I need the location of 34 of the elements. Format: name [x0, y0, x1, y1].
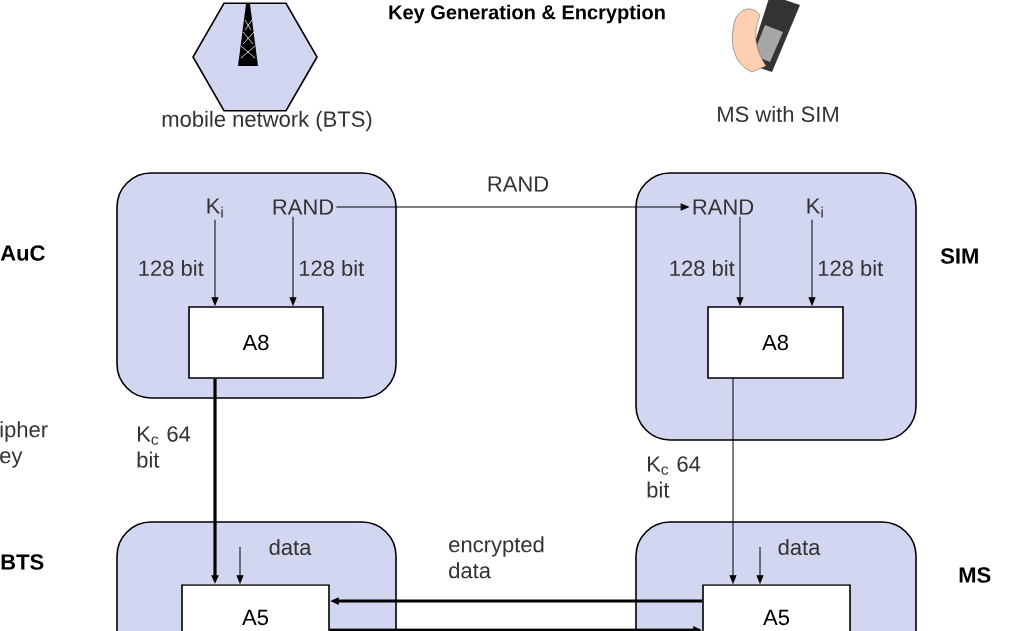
edge-label: 128 bit	[818, 259, 884, 277]
node-label: MS with SIM	[718, 105, 838, 123]
edge-label: RAND	[488, 176, 549, 192]
edge-label: 128 bit	[299, 259, 365, 277]
signal-name: data	[269, 538, 312, 556]
algorithm-box: A8	[707, 306, 844, 379]
node-label: mobile network (BTS)	[162, 110, 372, 132]
edge-label: encrypted data	[449, 536, 544, 579]
edge-label: 128 bit	[670, 259, 735, 277]
edge-label: 128 bit	[139, 259, 204, 277]
edge-label: K$_{c}$ 64 bit	[137, 426, 191, 468]
arrow	[289, 216, 297, 306]
arrow	[211, 219, 219, 306]
edge-label: K$_{c}$ 64 bit	[647, 456, 701, 498]
side-label: ipher ey	[0, 421, 48, 468]
arrow	[808, 219, 816, 306]
arrow	[236, 546, 244, 584]
arrow	[729, 378, 737, 584]
panel-heading: SIM	[940, 248, 978, 264]
algorithm-box: A5	[181, 584, 330, 631]
panel-heading: AuC	[0, 245, 45, 261]
arrow	[756, 546, 764, 584]
signal-name: data	[778, 538, 821, 556]
signal-name: K$_{i}$	[807, 198, 823, 218]
arrow	[736, 216, 744, 306]
panel-heading: MS	[959, 567, 991, 583]
signal-name: RAND	[273, 199, 334, 215]
signal-name: RAND	[693, 199, 754, 215]
algorithm-box: A8	[188, 306, 324, 379]
signal-name: K$_{i}$	[207, 198, 223, 218]
algorithm-box: A5	[702, 584, 851, 631]
arrow	[335, 203, 689, 211]
title: Key Generation & Encryption	[389, 4, 665, 24]
panel-heading: BTS	[1, 554, 44, 570]
